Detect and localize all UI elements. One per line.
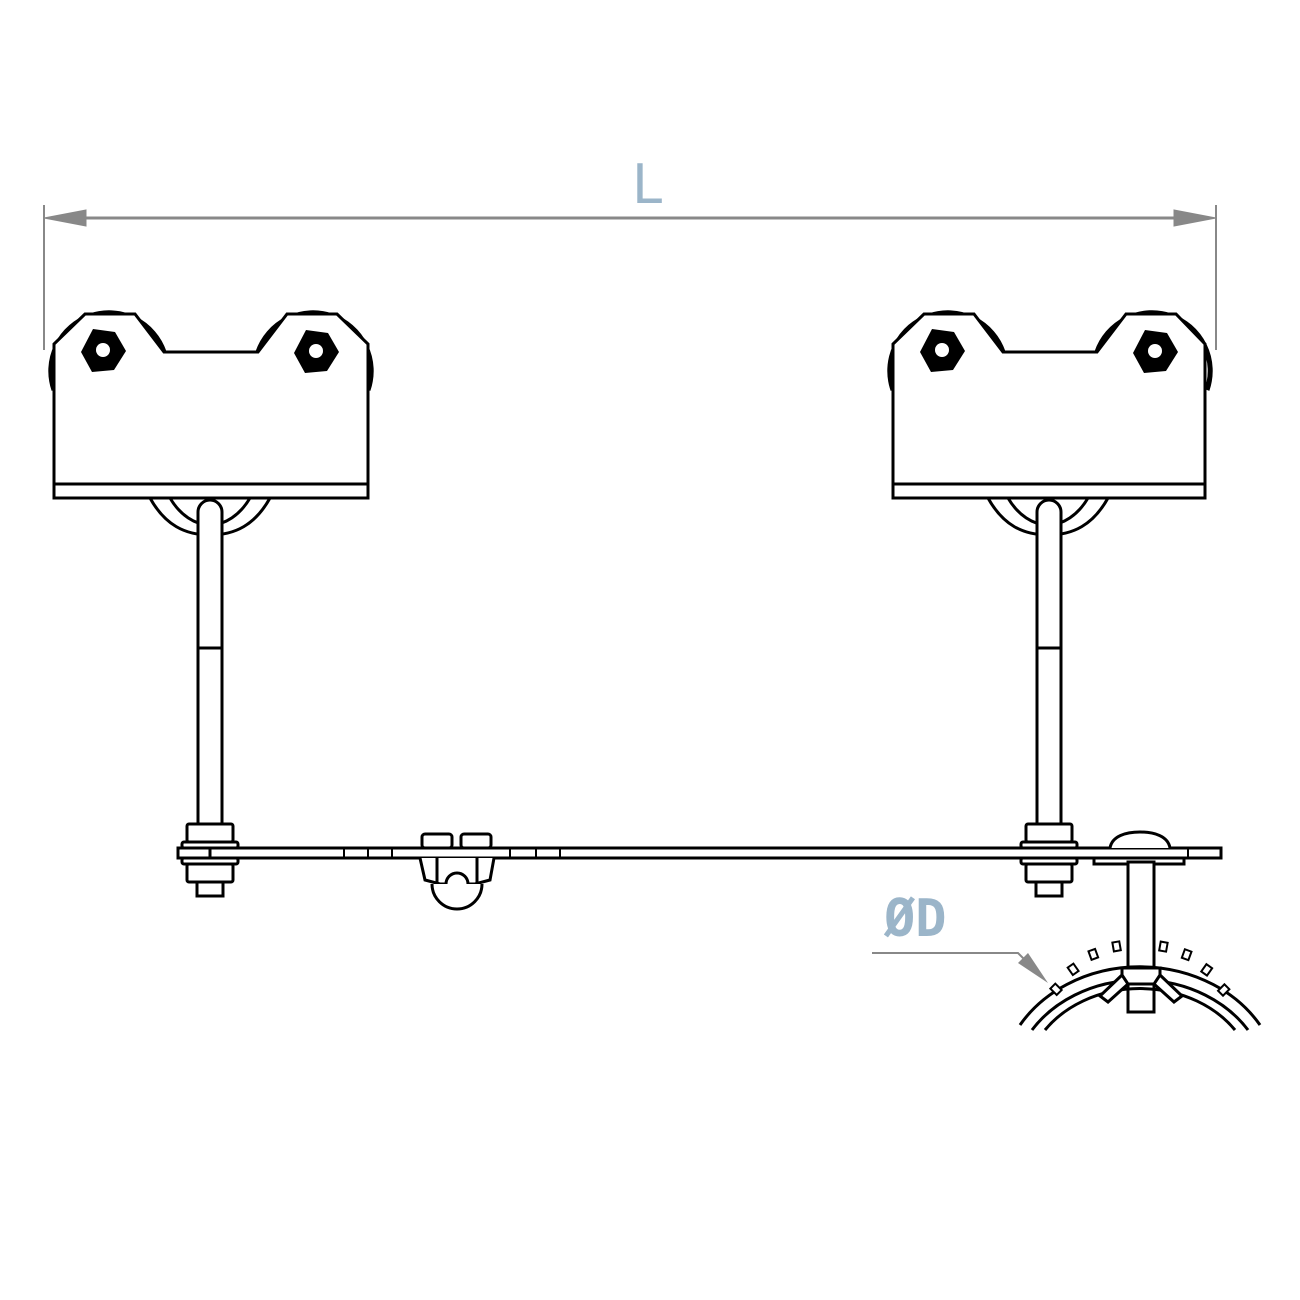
dimension-L xyxy=(43,205,1217,350)
pipe-saddle-clamp xyxy=(1018,830,1262,1031)
arrow-right-icon xyxy=(1173,209,1217,227)
center-u-clamp xyxy=(418,832,496,911)
arrow-left-icon xyxy=(43,209,87,227)
left-trolley xyxy=(48,310,374,537)
dimension-label-diameter: ØD xyxy=(884,889,947,949)
leader-arrow-icon xyxy=(1018,953,1048,983)
flat-bar xyxy=(176,846,1223,860)
right-hanger-rod xyxy=(1019,498,1079,898)
dimension-label-length: L xyxy=(632,153,663,216)
dimension-D-leader xyxy=(872,952,1048,983)
left-hanger-rod xyxy=(180,498,240,898)
